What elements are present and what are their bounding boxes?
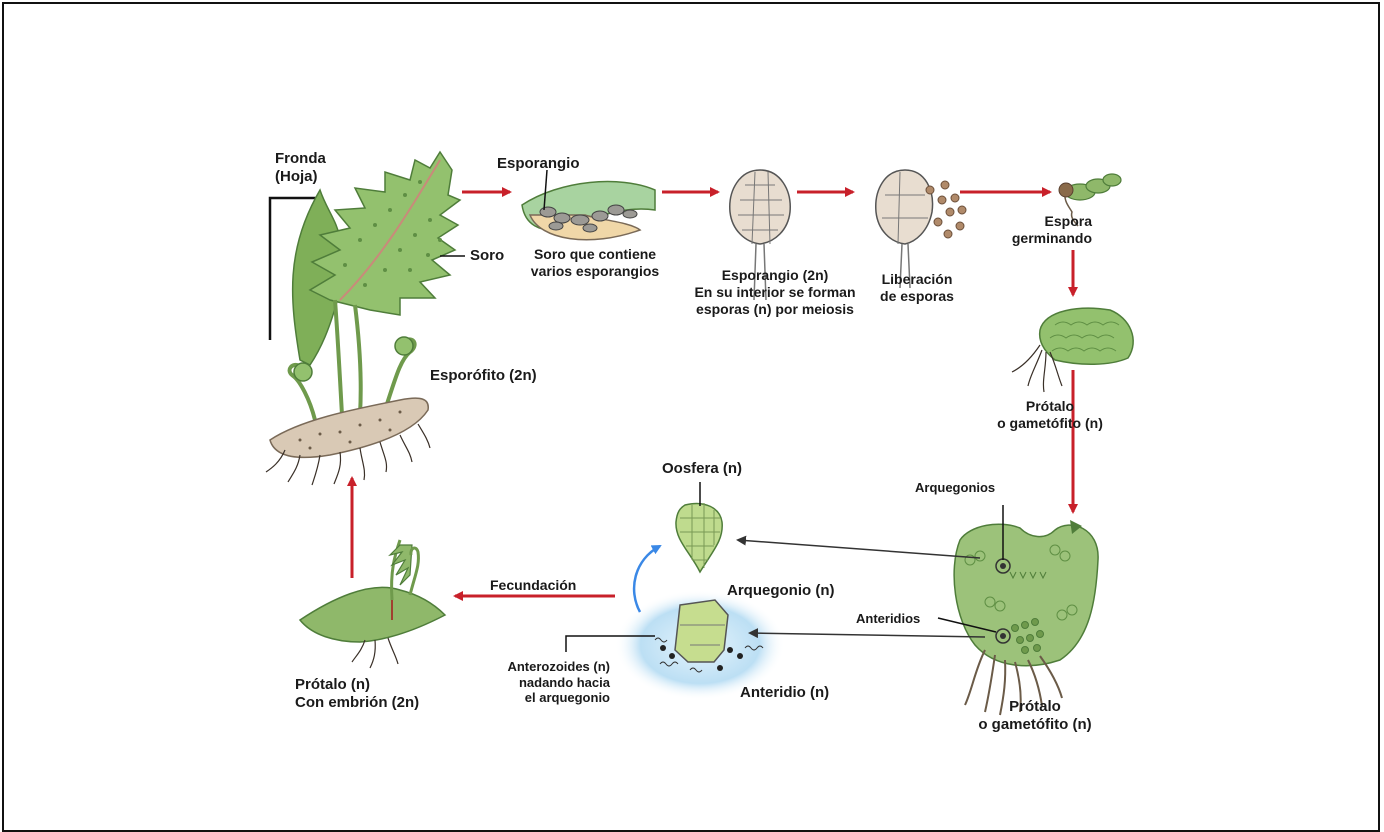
label-esporofito: Esporófito (2n) [430, 367, 537, 385]
sporangium-capsule [730, 170, 790, 244]
embryo-leaf [390, 545, 412, 585]
arrow-to-archegonium [750, 633, 985, 637]
mature-prothallus-illustration [938, 505, 1098, 715]
mature-prothallus-body [954, 524, 1098, 666]
rhizome [270, 398, 428, 457]
label-arquegonios: Arquegonios [915, 480, 995, 496]
label-fronda: Fronda (Hoja) [275, 150, 326, 186]
sporophyte-illustration [266, 152, 465, 485]
stipe-1 [335, 300, 342, 415]
label-espora-germinando: Espora germinando [1000, 213, 1092, 247]
label-oosfera: Oosfera (n) [662, 460, 742, 478]
stipe-2 [355, 305, 361, 415]
label-protalo-embrion: Prótalo (n) Con embrión (2n) [295, 676, 419, 712]
label-anterozoides: Anterozoides (n) nadando hacia el arqueg… [498, 659, 610, 706]
label-esporangio-2n: Esporangio (2n) En su interior se forman… [690, 267, 860, 317]
label-protalo-right: Prótalo o gametófito (n) [985, 398, 1115, 432]
prothallus-embryo-illustration [300, 540, 445, 668]
opened-sporangium [876, 170, 933, 244]
prothallus-embryo-body [300, 587, 445, 642]
frond-main [310, 152, 460, 315]
label-anteridio: Anteridio (n) [740, 684, 829, 702]
label-soro: Soro [470, 247, 504, 265]
sorus-illustration [522, 170, 655, 240]
label-esporangio-top: Esporangio [497, 155, 580, 173]
oosfera-illustration [676, 482, 722, 572]
label-anteridios: Anteridios [856, 611, 920, 627]
label-soro-desc: Soro que contiene varios esporangios [515, 246, 675, 280]
label-protalo-bottom: Prótalo o gametófito (n) [960, 698, 1110, 734]
label-arquegonio: Arquegonio (n) [727, 582, 834, 600]
label-liberacion: Liberación de esporas [872, 271, 962, 305]
archegonium-neck [675, 600, 728, 662]
label-fecundacion: Fecundación [490, 577, 576, 594]
arrow-to-oosfera [738, 540, 980, 558]
